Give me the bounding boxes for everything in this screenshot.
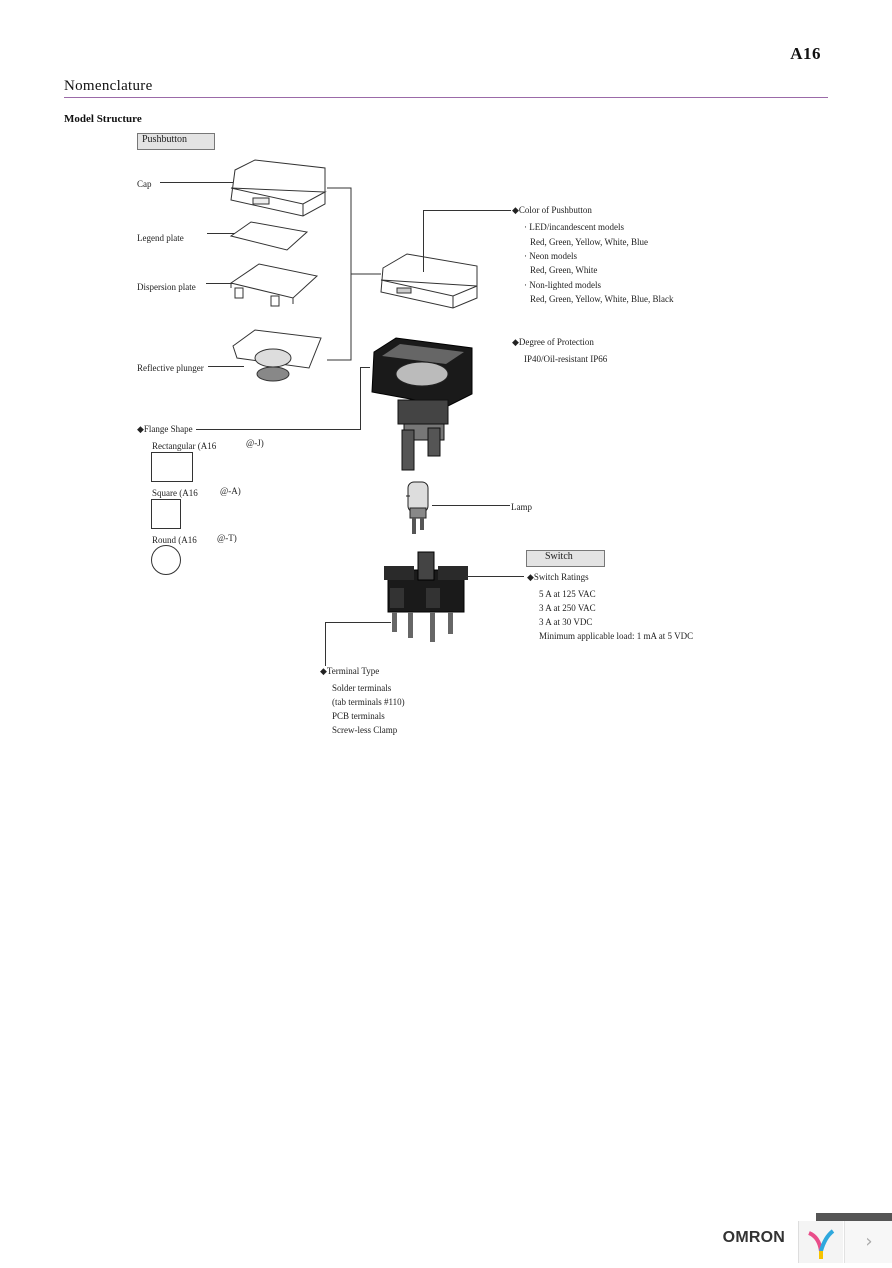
flange-square-shape xyxy=(151,499,181,529)
switch-illustration xyxy=(384,551,468,642)
dispersion-plate-drawing xyxy=(229,263,319,307)
lamp-label: Lamp xyxy=(511,502,532,512)
color-line: · Neon models xyxy=(524,251,577,261)
assembled-cap-drawing xyxy=(380,253,478,309)
flange-square-label: Square (A16 xyxy=(152,488,198,498)
leader-terminal-v xyxy=(325,622,326,666)
switch-title: ◆Switch Ratings xyxy=(527,572,589,582)
diamond-bullet-icon: ◆ xyxy=(512,205,519,215)
color-line: Red, Green, Yellow, White, Blue xyxy=(530,237,648,247)
terminal-line: Solder terminals xyxy=(332,683,392,693)
switch-rating: 5 A at 125 VAC xyxy=(539,589,596,599)
terminal-line: Screw-less Clamp xyxy=(332,725,398,735)
part-label-legend-plate: Legend plate xyxy=(137,233,184,243)
terminal-title: ◆Terminal Type xyxy=(320,666,380,676)
cap-drawing xyxy=(230,159,327,217)
part-label-cap: Cap xyxy=(137,179,152,189)
color-line: · Non-lighted models xyxy=(524,280,601,290)
pushbutton-tag-label: Pushbutton xyxy=(142,134,188,145)
diamond-bullet-icon: ◆ xyxy=(137,424,144,434)
diamond-bullet-icon: ◆ xyxy=(512,337,519,347)
protection-title: ◆Degree of Protection xyxy=(512,337,594,347)
section-title: Model Structure xyxy=(64,113,142,125)
leader-legend xyxy=(207,233,245,234)
leader-cap xyxy=(160,182,233,183)
color-line: Red, Green, White xyxy=(530,265,598,275)
leader-flange-h xyxy=(196,429,361,430)
terminal-line: (tab terminals #110) xyxy=(332,697,405,707)
switch-rating: 3 A at 30 VDC xyxy=(539,617,593,627)
pushbutton-exploded-illustration xyxy=(229,159,478,382)
legend-plate-drawing xyxy=(229,221,309,251)
pushbutton-tag: Pushbutton xyxy=(137,133,215,150)
part-label-dispersion-plate: Dispersion plate xyxy=(137,282,196,292)
leader-terminal-h xyxy=(325,622,391,623)
leader-dispersion xyxy=(206,283,244,284)
part-label-reflective-plunger: Reflective plunger xyxy=(137,363,204,373)
leader-plunger xyxy=(208,366,244,367)
leader-lamp xyxy=(432,505,510,506)
flange-round-label: Round (A16 xyxy=(152,535,197,545)
color-line: Red, Green, Yellow, White, Blue, Black xyxy=(530,294,674,304)
switch-rating: Minimum applicable load: 1 mA at 5 VDC xyxy=(539,631,694,641)
title-rule xyxy=(64,97,828,98)
page-title: Nomenclature xyxy=(64,78,153,94)
flange-title: ◆Flange Shape xyxy=(137,424,193,434)
color-title: ◆Color of Pushbutton xyxy=(512,205,592,215)
flange-round-shape xyxy=(151,545,181,575)
leader-color-h xyxy=(423,210,511,211)
page-corner: › xyxy=(798,1213,892,1263)
flange-round-suffix: @-T) xyxy=(217,533,237,543)
operation-unit-illustration xyxy=(371,337,473,471)
leader-switch xyxy=(466,576,524,577)
diamond-bullet-icon: ◆ xyxy=(320,666,327,676)
omron-logo: OMRON xyxy=(722,1229,785,1246)
switch-tag-label: Switch xyxy=(545,551,573,562)
plunger-drawing xyxy=(232,329,322,382)
protection-value: IP40/Oil-resistant IP66 xyxy=(524,354,608,364)
terminal-line: PCB terminals xyxy=(332,711,385,721)
lamp-illustration xyxy=(406,481,429,534)
leader-color-v xyxy=(423,210,424,272)
flange-rect-suffix: @-J) xyxy=(246,438,264,448)
flange-rectangular-shape xyxy=(151,452,193,482)
flange-rect-label: Rectangular (A16 xyxy=(152,441,217,451)
product-code: A16 xyxy=(790,44,821,63)
chevron-right-icon[interactable]: › xyxy=(844,1221,892,1263)
leader-flange-top xyxy=(360,367,370,368)
ribbon-logo-icon xyxy=(798,1221,843,1263)
switch-rating: 3 A at 250 VAC xyxy=(539,603,596,613)
leader-flange-v xyxy=(360,367,361,429)
part-bracket xyxy=(327,187,352,361)
corner-bar xyxy=(816,1213,892,1221)
color-line: · LED/incandescent models xyxy=(524,222,624,232)
switch-tag: Switch xyxy=(526,550,605,567)
flange-square-suffix: @-A) xyxy=(220,486,241,496)
diamond-bullet-icon: ◆ xyxy=(527,572,534,582)
